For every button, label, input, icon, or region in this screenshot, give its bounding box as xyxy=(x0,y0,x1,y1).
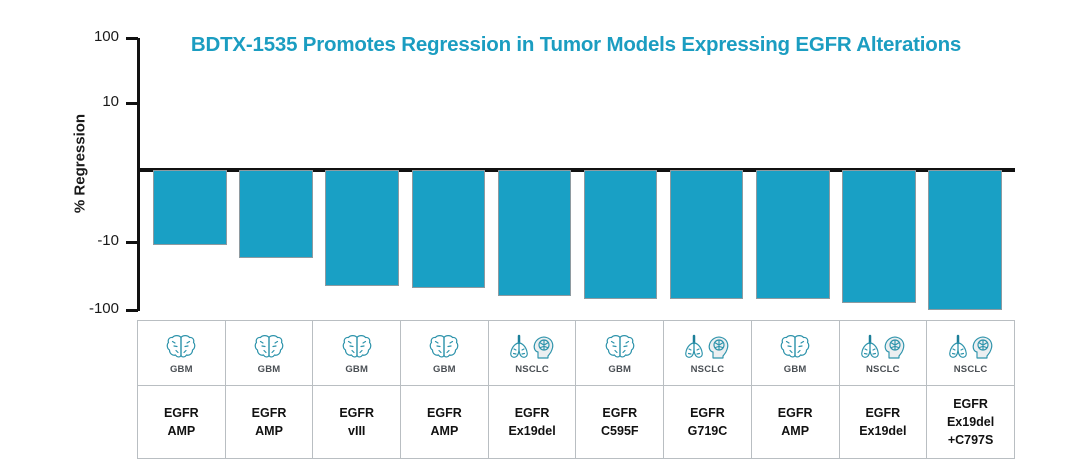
brain-icon xyxy=(429,331,459,363)
page-title: BDTX-1535 Promotes Regression in Tumor M… xyxy=(190,33,962,56)
alteration-line: EGFR xyxy=(514,405,550,420)
brain-icon xyxy=(342,331,372,363)
alteration-line: EGFR xyxy=(865,405,901,420)
alteration-cell-2: EGFR vIII xyxy=(312,385,402,459)
lung-head-icon xyxy=(946,331,996,363)
table-row-icons: GBM GBM GBM GBM NSCLC GBM NSCLC GBM NSCLC NSCLC xyxy=(137,320,1015,386)
lung-head-icon xyxy=(858,331,908,363)
tumor-type-label: NSCLC xyxy=(690,364,725,375)
tumor-type-label: GBM xyxy=(257,364,281,375)
bar-2 xyxy=(325,170,400,287)
alteration-line: G719C xyxy=(687,424,728,438)
brain-icon xyxy=(780,331,810,363)
tumor-type-cell-0: GBM xyxy=(137,320,226,386)
alteration-line: EGFR xyxy=(339,405,375,420)
alteration-line: Ex19del xyxy=(946,414,995,429)
y-tick-mark-3 xyxy=(126,309,138,312)
alteration-line: AMP xyxy=(255,424,283,438)
alteration-cell-8: EGFR Ex19del xyxy=(838,385,928,459)
alteration-line: EGFR xyxy=(163,405,199,420)
brain-icon xyxy=(605,331,635,363)
y-tick-label-0: 100 xyxy=(93,28,119,45)
alteration-cell-9: EGFR Ex19del +C797S xyxy=(926,385,1015,459)
tumor-type-cell-3: GBM xyxy=(400,320,489,386)
tumor-type-cell-4: NSCLC xyxy=(487,320,577,386)
tumor-type-cell-7: GBM xyxy=(750,320,840,386)
alteration-line: +C797S xyxy=(947,433,994,448)
tumor-type-label: GBM xyxy=(783,364,807,375)
tumor-type-label: NSCLC xyxy=(865,364,900,375)
tumor-type-label: GBM xyxy=(345,364,369,375)
alteration-cell-1: EGFR AMP xyxy=(224,385,314,459)
tumor-type-cell-5: GBM xyxy=(575,320,665,386)
alteration-cell-0: EGFR AMP xyxy=(137,385,226,459)
alteration-cell-6: EGFR G719C xyxy=(663,385,752,459)
bar-1 xyxy=(239,170,313,258)
bar-8 xyxy=(842,170,916,304)
alteration-line: EGFR xyxy=(602,405,638,420)
alteration-line: EGFR xyxy=(690,405,725,420)
tumor-type-label: GBM xyxy=(608,364,632,375)
bar-6 xyxy=(669,170,744,299)
tumor-type-label: NSCLC xyxy=(953,364,988,375)
alteration-line: AMP xyxy=(781,424,810,438)
tumor-type-cell-8: NSCLC xyxy=(838,320,928,386)
tumor-type-cell-9: NSCLC xyxy=(926,320,1015,386)
tumor-type-label: GBM xyxy=(169,364,193,375)
alteration-line: EGFR xyxy=(777,405,813,420)
bar-4 xyxy=(497,170,572,296)
alteration-line: C595F xyxy=(601,424,639,438)
lung-head-icon xyxy=(507,331,557,363)
lung-head-icon xyxy=(682,331,732,363)
y-axis-spine xyxy=(137,38,140,311)
alteration-cell-5: EGFR C595F xyxy=(575,385,665,459)
alteration-line: Ex19del xyxy=(859,424,907,438)
brain-icon xyxy=(254,331,284,363)
tumor-type-label: NSCLC xyxy=(515,364,549,375)
y-tick-mark-1 xyxy=(126,102,138,105)
tumor-model-table: GBM GBM GBM GBM NSCLC GBM NSCLC GBM NSCLC NSCLC E… xyxy=(137,320,1015,459)
tumor-type-cell-1: GBM xyxy=(224,320,314,386)
bar-0 xyxy=(153,170,227,245)
tumor-type-cell-2: GBM xyxy=(312,320,402,386)
alteration-cell-4: EGFR Ex19del xyxy=(487,385,577,459)
alteration-line: Ex19del xyxy=(508,424,556,438)
alteration-line: EGFR xyxy=(251,405,287,420)
bar-5 xyxy=(583,170,658,299)
tumor-type-label: GBM xyxy=(433,364,456,375)
zero-baseline xyxy=(137,168,1015,172)
alteration-line: vIII xyxy=(348,424,366,438)
table-row-alterations: EGFR AMP EGFR AMP EGFR vIII EGFR AMP EGFR Ex19del… xyxy=(137,385,1015,459)
alteration-cell-7: EGFR AMP xyxy=(750,385,840,459)
bar-7 xyxy=(755,170,830,299)
y-tick-label-3: -100 xyxy=(88,300,119,317)
alteration-line: AMP xyxy=(430,424,459,438)
y-tick-label-2: -10 xyxy=(97,232,119,249)
y-tick-mark-0 xyxy=(126,37,138,40)
plot-area: 100 10 -10 -100 xyxy=(88,28,1015,317)
bar-3 xyxy=(411,170,486,289)
alteration-line: EGFR xyxy=(427,405,462,420)
bar-9 xyxy=(928,170,1002,310)
alteration-line: EGFR xyxy=(953,396,988,411)
y-tick-label-1: 10 xyxy=(102,93,119,110)
tumor-type-cell-6: NSCLC xyxy=(663,320,752,386)
alteration-line: AMP xyxy=(167,424,196,438)
y-tick-mark-2 xyxy=(126,241,138,244)
alteration-cell-3: EGFR AMP xyxy=(400,385,489,459)
brain-icon xyxy=(166,331,196,363)
